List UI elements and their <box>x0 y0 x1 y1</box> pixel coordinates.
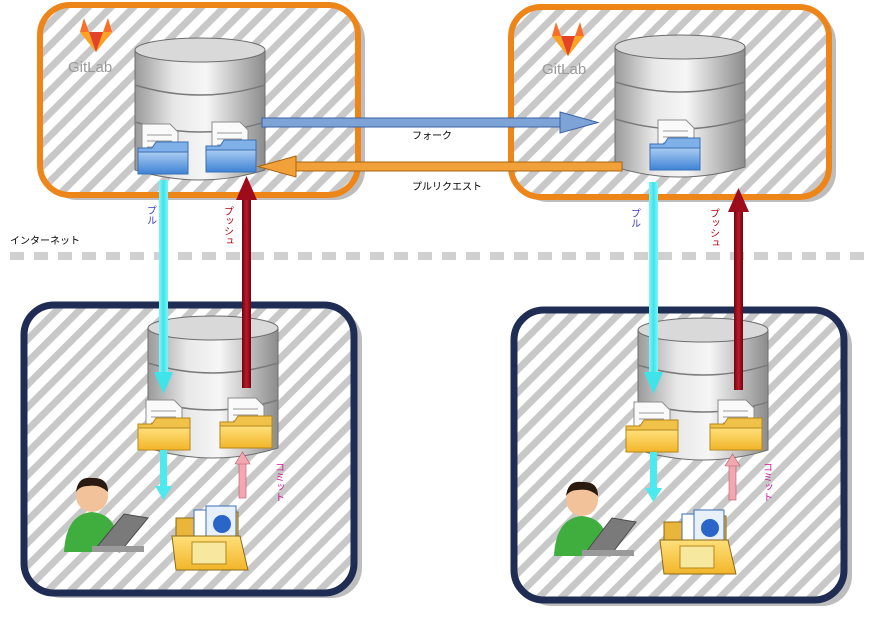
gitlab-wordmark: GitLab <box>542 61 586 78</box>
pull-arrow-left <box>154 180 173 500</box>
push-arrow-right <box>724 188 749 501</box>
push-arrow-left <box>234 176 257 499</box>
commit-label-left: コミット <box>273 462 284 502</box>
internet-label: インターネット <box>10 235 80 247</box>
local-machine-left <box>20 301 362 598</box>
pull-label-left: プル <box>145 205 157 225</box>
pull-label-right: プル <box>629 208 641 228</box>
user-laptop-icon <box>64 477 149 553</box>
push-label-left: プッシュ <box>222 206 233 246</box>
pull-request-arrow <box>256 155 623 178</box>
local-machine-right <box>510 306 852 606</box>
fork-label: フォーク <box>412 130 452 142</box>
fork-arrow <box>261 111 600 134</box>
gitlab-logo-icon: GitLab <box>68 18 112 76</box>
gitlab-server-right: GitLab <box>508 4 836 202</box>
commit-label-right: コミット <box>761 462 772 502</box>
push-label-right: プッシュ <box>708 208 719 248</box>
open-folder-icon <box>171 505 249 571</box>
gitlab-logo-icon: GitLab <box>542 22 586 78</box>
gitlab-server-left: GitLab <box>37 2 365 200</box>
gitlab-wordmark: GitLab <box>68 59 112 76</box>
pull-arrow-right <box>644 182 663 502</box>
pull-request-label: プルリクエスト <box>412 181 482 193</box>
user-laptop-icon <box>554 481 637 557</box>
open-folder-icon <box>659 509 737 575</box>
